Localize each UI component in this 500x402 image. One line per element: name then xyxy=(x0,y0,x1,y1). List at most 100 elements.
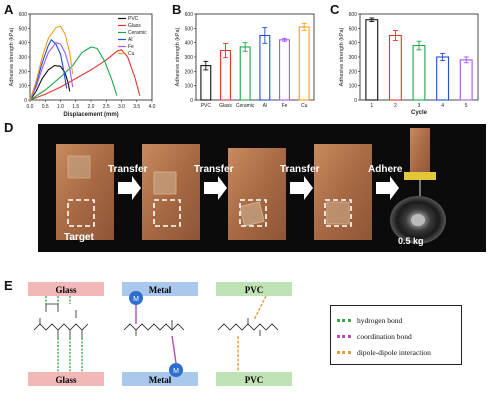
arrow-label-3: Transfer xyxy=(280,164,320,175)
chart-b-ytick-label: 600 xyxy=(185,12,194,18)
chart-c-ytick-label: 300 xyxy=(349,55,358,61)
metal-ion-top xyxy=(129,291,143,305)
chart-c-category-label: 1 xyxy=(370,103,373,109)
chart-c-bar xyxy=(412,44,426,101)
glass-top-bar xyxy=(28,282,104,296)
panel-letter-d: D xyxy=(4,120,14,135)
arrow-label-4: Adhere xyxy=(368,164,403,175)
chart-b-frame xyxy=(195,13,315,101)
chart-a-series-cu xyxy=(29,25,74,101)
chart-b-category-label: Glass xyxy=(219,103,232,109)
chart-b-category-label: PVC xyxy=(201,103,212,109)
legend-coordination-swatch xyxy=(337,334,351,338)
chart-a-series-ceramic xyxy=(29,46,118,101)
clip xyxy=(404,172,436,180)
pvc-bottom-label: PVC xyxy=(245,375,264,385)
metal-molecule xyxy=(123,320,185,336)
chart-b-category-label: Al xyxy=(263,103,267,109)
chart-a-legend-label: Glass xyxy=(128,23,141,29)
legend-dipole-swatch xyxy=(337,350,351,354)
chart-a-ytick-label: 300 xyxy=(19,55,28,61)
chart-b-bar xyxy=(259,34,271,101)
arrow-label-1: Transfer xyxy=(108,164,148,175)
chart-b-bar xyxy=(200,65,212,101)
chart-c-ytick-label: 600 xyxy=(349,12,358,18)
chart-b-ytick-label: 0 xyxy=(190,98,193,104)
chart-b-ytick-label: 500 xyxy=(185,26,194,32)
chart-a-series-pvc xyxy=(29,65,71,101)
chart-a-xtick-label: 1.0 xyxy=(57,104,64,110)
pvc-dipole-bonds xyxy=(237,295,267,372)
chart-a-ytick-label: 200 xyxy=(19,69,28,75)
chart-a-xtick-label: 3.5 xyxy=(133,104,140,110)
chart-a-ytick-label: 500 xyxy=(19,26,28,32)
legend-hydrogen-label: hydrogen bond xyxy=(357,315,403,325)
chart-c-ytick-label: 400 xyxy=(349,41,358,47)
chart-c-ylabel: Adhesive strength (kPa) xyxy=(339,27,345,86)
arrow-label-2: Transfer xyxy=(194,164,234,175)
target-square-4 xyxy=(324,199,352,227)
legend-hydrogen-swatch xyxy=(337,318,351,322)
chart-c-bar xyxy=(436,56,450,101)
film-piece-2 xyxy=(153,171,177,195)
pvc-top-label: PVC xyxy=(245,285,264,295)
chart-b-ylabel: Adhesive strength (kPa) xyxy=(175,27,181,86)
metal-ion-bottom-label: M xyxy=(173,368,179,375)
chart-a-xtick-label: 0.5 xyxy=(42,104,49,110)
chart-a-series-fe xyxy=(29,42,74,101)
chart-a-legend-label: Fe xyxy=(128,44,134,50)
arrow-3 xyxy=(290,176,313,200)
chart-c-ytick-label: 200 xyxy=(349,69,358,75)
chart-b-ytick-label: 200 xyxy=(185,69,194,75)
chart-c-bar xyxy=(365,19,379,101)
photo-sequence: Transfer Transfer Transfer Adhere Target… xyxy=(38,124,486,252)
target-square-3 xyxy=(239,199,267,227)
chart-b-category-label: Cu xyxy=(301,103,308,109)
chart-b-ytick-label: 100 xyxy=(185,84,194,90)
target-label: Target xyxy=(64,232,94,243)
interaction-schematic: Glass Metal PVC Glass Metal PVC M M xyxy=(28,282,292,386)
film-piece-1 xyxy=(67,155,91,179)
chart-c-bar xyxy=(388,34,402,101)
film-piece-4 xyxy=(326,201,350,225)
panel-letter-a: A xyxy=(4,2,14,17)
target-square-2 xyxy=(153,199,181,227)
legend-dipole-label: dipole-dipole interaction xyxy=(357,347,431,357)
glass-molecule xyxy=(33,303,89,338)
hanging-plate xyxy=(410,128,430,178)
chart-c-ytick-label: 500 xyxy=(349,26,358,32)
arrow-2 xyxy=(204,176,227,200)
legend-coordination-bond: coordination bond xyxy=(337,330,412,342)
chart-a-xtick-label: 1.5 xyxy=(72,104,79,110)
chart-b-bar xyxy=(239,46,251,101)
chart-a-ylabel: Adhesive strength (kPa) xyxy=(9,27,15,86)
legend-dipole-interaction: dipole-dipole interaction xyxy=(337,346,431,358)
chart-a-xtick-label: 4.0 xyxy=(149,104,156,110)
metal-coordination-bonds xyxy=(135,305,177,364)
pvc-molecule xyxy=(217,318,279,336)
metal-ion-top-label: M xyxy=(133,296,139,303)
chart-a-xlabel: Displacement (mm) xyxy=(63,112,118,118)
bond-legend: hydrogen bond coordination bond dipole-d… xyxy=(330,305,462,365)
chart-b-category-label: Ceramic xyxy=(236,103,255,109)
chart-a-xtick-label: 2.0 xyxy=(88,104,95,110)
pvc-bottom-bar xyxy=(216,372,292,386)
chart-c-ytick-label: 100 xyxy=(349,84,358,90)
metal-bottom-label: Metal xyxy=(149,375,172,385)
chart-c-category-label: 4 xyxy=(441,103,444,109)
copper-plate-3 xyxy=(228,148,286,240)
chart-c-ytick-label: 0 xyxy=(354,98,357,104)
glass-bottom-bar xyxy=(28,372,104,386)
weight-label: 0.5 kg xyxy=(398,236,424,246)
panel-letter-e: E xyxy=(4,278,13,293)
panel-letter-b: B xyxy=(172,2,182,17)
panel-letter-c: C xyxy=(330,2,340,17)
chart-c-xlabel: Cycle xyxy=(411,110,428,116)
target-square-1 xyxy=(67,199,95,227)
chart-c-bar xyxy=(459,59,473,101)
chart-c-category-label: 3 xyxy=(418,103,421,109)
metal-top-bar xyxy=(122,282,198,296)
